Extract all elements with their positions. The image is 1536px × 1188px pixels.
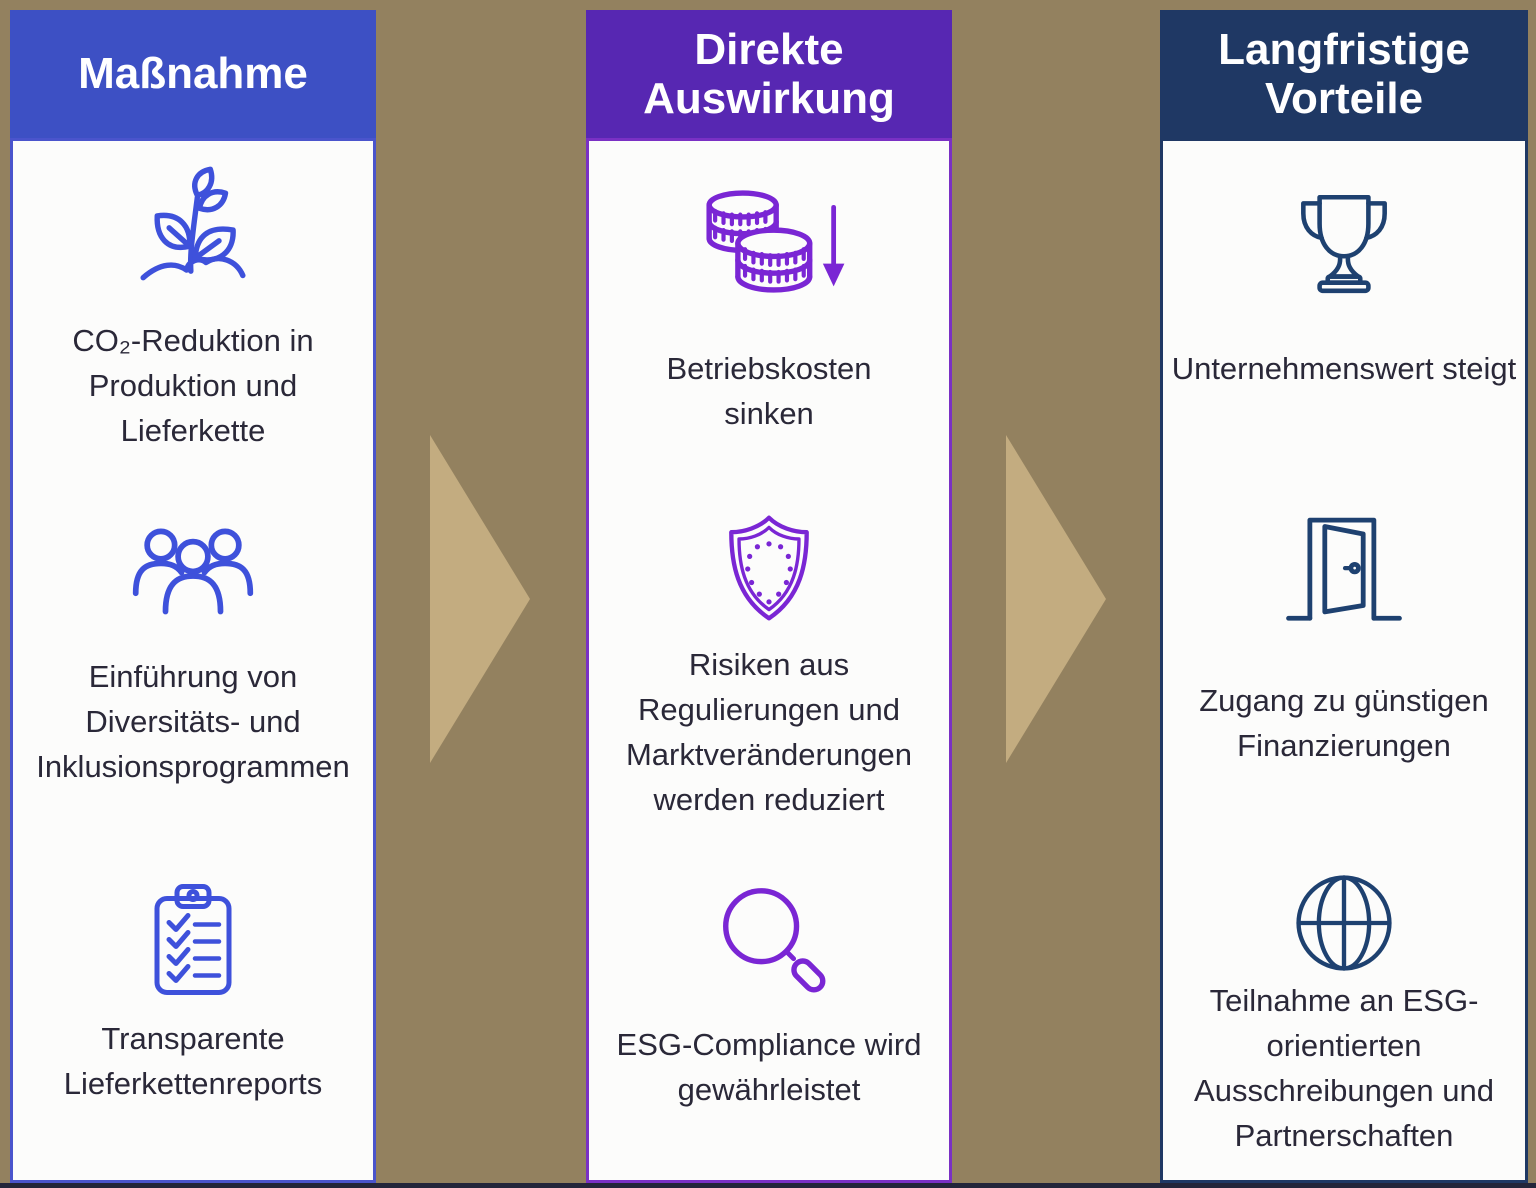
column-massnahme-header: Maßnahme [10,10,376,138]
item-caption: Risiken aus Regulierungen und Marktverän… [625,647,913,817]
flow-arrow-2 [1006,435,1106,763]
item-caption-text: Betriebskosten sinken [666,351,872,431]
shield-icon [729,515,809,621]
column-direkte-auswirkung-header: Direkte Auswirkung [586,10,952,138]
column-massnahme-body: CO₂-Reduktion in Produktion und Lieferke… [10,138,376,1183]
column-header-label: Direkte Auswirkung [643,24,895,123]
item-caption: Teilnahme an ESG-orientierten Ausschreib… [1194,983,1494,1153]
item-icon-wrap [17,877,369,1002]
item-caption: Transparente Lieferkettenreports [63,1021,323,1101]
seedling-icon [140,166,246,281]
item-icon-wrap [17,513,369,623]
trophy-icon [1301,194,1387,294]
item-caption: CO₂-Reduktion in Produktion und Lieferke… [72,323,314,448]
item-caption: ESG-Compliance wird gewährleistet [616,1027,922,1107]
item-icon-wrap [1167,865,1521,981]
column-direkte-auswirkung-body: Betriebskosten sinken Risiken aus Reguli… [586,138,952,1183]
item-icon-wrap [17,165,369,295]
item-icon-wrap [593,881,945,999]
column-header-label: Langfristige Vorteile [1218,24,1470,123]
people-group-icon [132,528,254,615]
column-direkte-auswirkung: Direkte Auswirkung [586,10,952,1183]
item-icon-wrap [593,181,945,296]
coins-decrease-icon [706,190,845,293]
flow-arrow-1 [430,435,530,763]
column-header-label: Maßnahme [78,49,308,99]
item-caption: Unternehmenswert steigt [1171,351,1517,386]
item-caption: Zugang zu günstigen Finanzierungen [1199,683,1489,763]
column-langfristige-vorteile: Langfristige Vorteile Unternehmenswert s… [1160,10,1528,1183]
checklist-clipboard-icon [154,884,232,995]
bottom-edge-strip [0,1183,1536,1188]
column-massnahme: Maßnahme CO₂-Reduktion in Produktion und… [10,10,376,1183]
item-icon-wrap [593,505,945,631]
item-icon-wrap [1167,181,1521,303]
item-caption: Einführung von Diversitäts- und Inklusio… [36,659,350,784]
column-langfristige-vorteile-body: Unternehmenswert steigt Zugang zu günsti… [1160,138,1528,1183]
item-caption: Betriebskosten sinken [593,347,945,437]
magnifier-icon [723,888,826,993]
open-door-icon [1286,517,1402,621]
column-langfristige-vorteile-header: Langfristige Vorteile [1160,10,1528,138]
item-icon-wrap [1167,505,1521,627]
globe-icon [1296,875,1392,971]
